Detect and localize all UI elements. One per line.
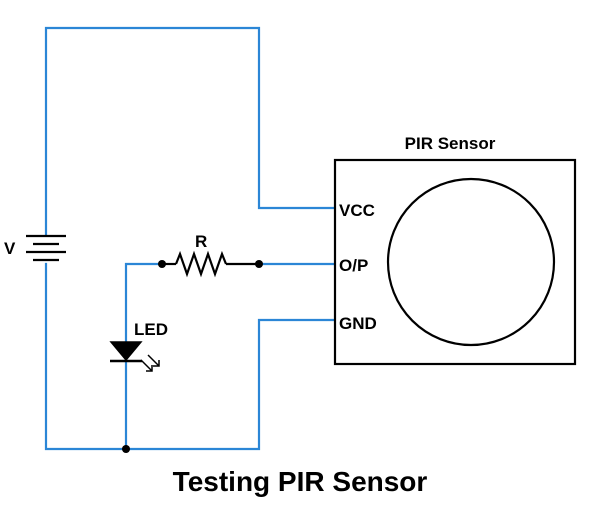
- pin-label-vcc: VCC: [339, 201, 375, 220]
- node-resistor-left: [158, 260, 166, 268]
- battery-label: V: [4, 239, 16, 258]
- battery-symbol: [26, 234, 66, 262]
- pin-label-gnd: GND: [339, 314, 377, 333]
- resistor-symbol: [162, 250, 259, 278]
- pir-sensor: [333, 158, 577, 366]
- wire-vcc: [44, 26, 337, 236]
- node-ground: [122, 445, 130, 453]
- node-resistor-right: [255, 260, 263, 268]
- wire-gnd: [124, 318, 337, 451]
- led-label: LED: [134, 320, 168, 339]
- pin-label-op: O/P: [339, 256, 368, 275]
- junction-nodes: [122, 260, 263, 453]
- wires: [44, 26, 337, 451]
- led-symbol: [109, 341, 160, 372]
- sensor-lens: [386, 177, 556, 347]
- light-emission-arrows-icon: [140, 354, 160, 372]
- diagram-caption: Testing PIR Sensor: [172, 466, 428, 497]
- sensor-title: PIR Sensor: [405, 134, 496, 153]
- wire-battery-negative: [44, 262, 128, 451]
- wire-led-anode: [124, 262, 164, 344]
- resistor-label: R: [195, 232, 207, 251]
